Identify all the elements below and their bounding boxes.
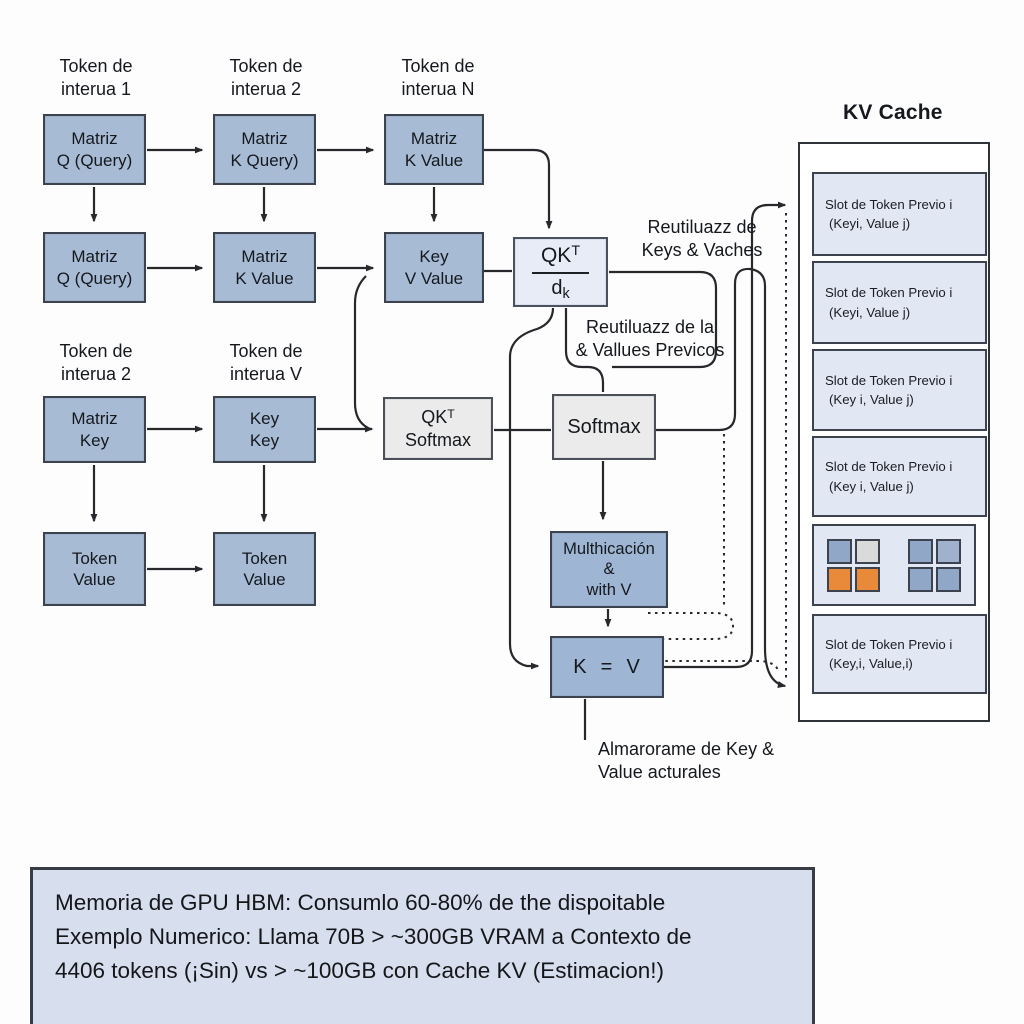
right-square-grid (908, 538, 961, 592)
cache-cell-right-1 (908, 538, 933, 564)
key-v-value-box: Key V Value (384, 232, 484, 303)
token-column-label-top-2: Token de interua 2 (229, 56, 303, 100)
multiplication-box: Multhicación & with V (550, 531, 668, 608)
matriz-k-value-top-box: Matriz K Value (384, 114, 484, 185)
memo-line-3: 4406 tokens (¡Sin) vs > ~100GB con Cache… (55, 957, 665, 983)
formula-denominator: dk (551, 277, 570, 303)
cache-cell-right-4 (936, 566, 961, 592)
slot-title: Slot de Token Previo i (825, 285, 953, 301)
token-column-label-mid-2: Token de interua V (229, 341, 303, 385)
cache-cell-left-4 (855, 566, 880, 592)
kv-cache-slot-6: Slot de Token Previo i (Key,i, Value,i) (812, 614, 987, 694)
matriz-key-box: Matriz Key (43, 396, 146, 463)
formula-numerator: QKT (531, 243, 590, 275)
qkt-softmax-line2: Softmax (404, 429, 472, 450)
slot-subtitle: (Key i, Value j) (829, 392, 914, 407)
slot-subtitle: (Key,i, Value,i) (829, 656, 913, 671)
memory-note-box: Memoria de GPU HBM: Consumlo 60-80% de t… (30, 867, 815, 1024)
token-column-label-top-1: Token de interua 1 (59, 56, 133, 100)
key-key-box: Key Key (213, 396, 316, 463)
qk-dk-formula-box: QKT dk (513, 237, 608, 307)
store-kv-caption: Almarorame de Key & Value acturales (598, 739, 775, 783)
cache-cell-right-2 (936, 538, 961, 564)
memo-line-1: Memoria de GPU HBM: Consumlo 60-80% de t… (55, 890, 666, 915)
reuse-keys-note: Reutiluazz de Keys & Vaches (641, 217, 763, 261)
cache-cell-left-2 (855, 538, 880, 564)
reuse-values-note: Reutiluazz de la & Vallues Previcos (575, 317, 725, 361)
kv-cache-slot-4: Slot de Token Previo i (Key i, Value j) (812, 436, 987, 517)
memo-line-2: Exemplo Numerico: Llama 70B > ~300GB VRA… (55, 923, 692, 949)
kv-cache-slot-3: Slot de Token Previo i (Key i, Value j) (812, 349, 987, 431)
matriz-k-value-mid-box: Matriz K Value (213, 232, 316, 303)
slot-subtitle: (Keyi, Value j) (829, 304, 911, 320)
matriz-q-query-2-box: Matriz Q (Query) (43, 232, 146, 303)
slot-title: Slot de Token Previo i (825, 459, 953, 475)
softmax-label: Softmax (567, 415, 641, 438)
slot-title: Slot de Token Previo i (825, 196, 953, 212)
token-column-label-top-3: Token de interua N (401, 56, 475, 100)
slot-title: Slot de Token Previo i (825, 636, 953, 652)
kv-cache-slot-1: Slot de Token Previo i (Keyi, Value j) (812, 172, 987, 256)
kv-cache-slot-2: Slot de Token Previo i (Keyi, Value j) (812, 261, 987, 344)
token-column-label-mid-1: Token de interua 2 (59, 341, 133, 385)
slot-title: Slot de Token Previo i (825, 372, 953, 388)
qkt-softmax-line1: QKT (421, 406, 455, 428)
multiplication-label: Multhicación & with V (563, 539, 655, 599)
matriz-k-query-box: Matriz K Query) (213, 114, 316, 185)
token-value-1-box: Token Value (43, 532, 146, 606)
kv-equals-label: K = V (573, 655, 641, 678)
slot-subtitle: (Keyi, Value j) (829, 216, 911, 231)
qkt-softmax-box: QKT Softmax (383, 397, 493, 460)
left-square-grid (827, 538, 880, 592)
slot-subtitle: (Key i, Value j) (829, 478, 914, 494)
cache-cell-left-3 (827, 566, 852, 592)
cache-cell-left-1 (827, 538, 852, 564)
softmax-box: Softmax (552, 394, 656, 460)
cache-cell-right-3 (908, 566, 933, 592)
kv-equals-box: K = V (550, 636, 664, 698)
kv-cache-title: KV Cache (843, 101, 943, 124)
matriz-q-query-1-box: Matriz Q (Query) (43, 114, 146, 185)
token-value-2-box: Token Value (213, 532, 316, 606)
kv-cache-slot-squares (812, 524, 976, 606)
